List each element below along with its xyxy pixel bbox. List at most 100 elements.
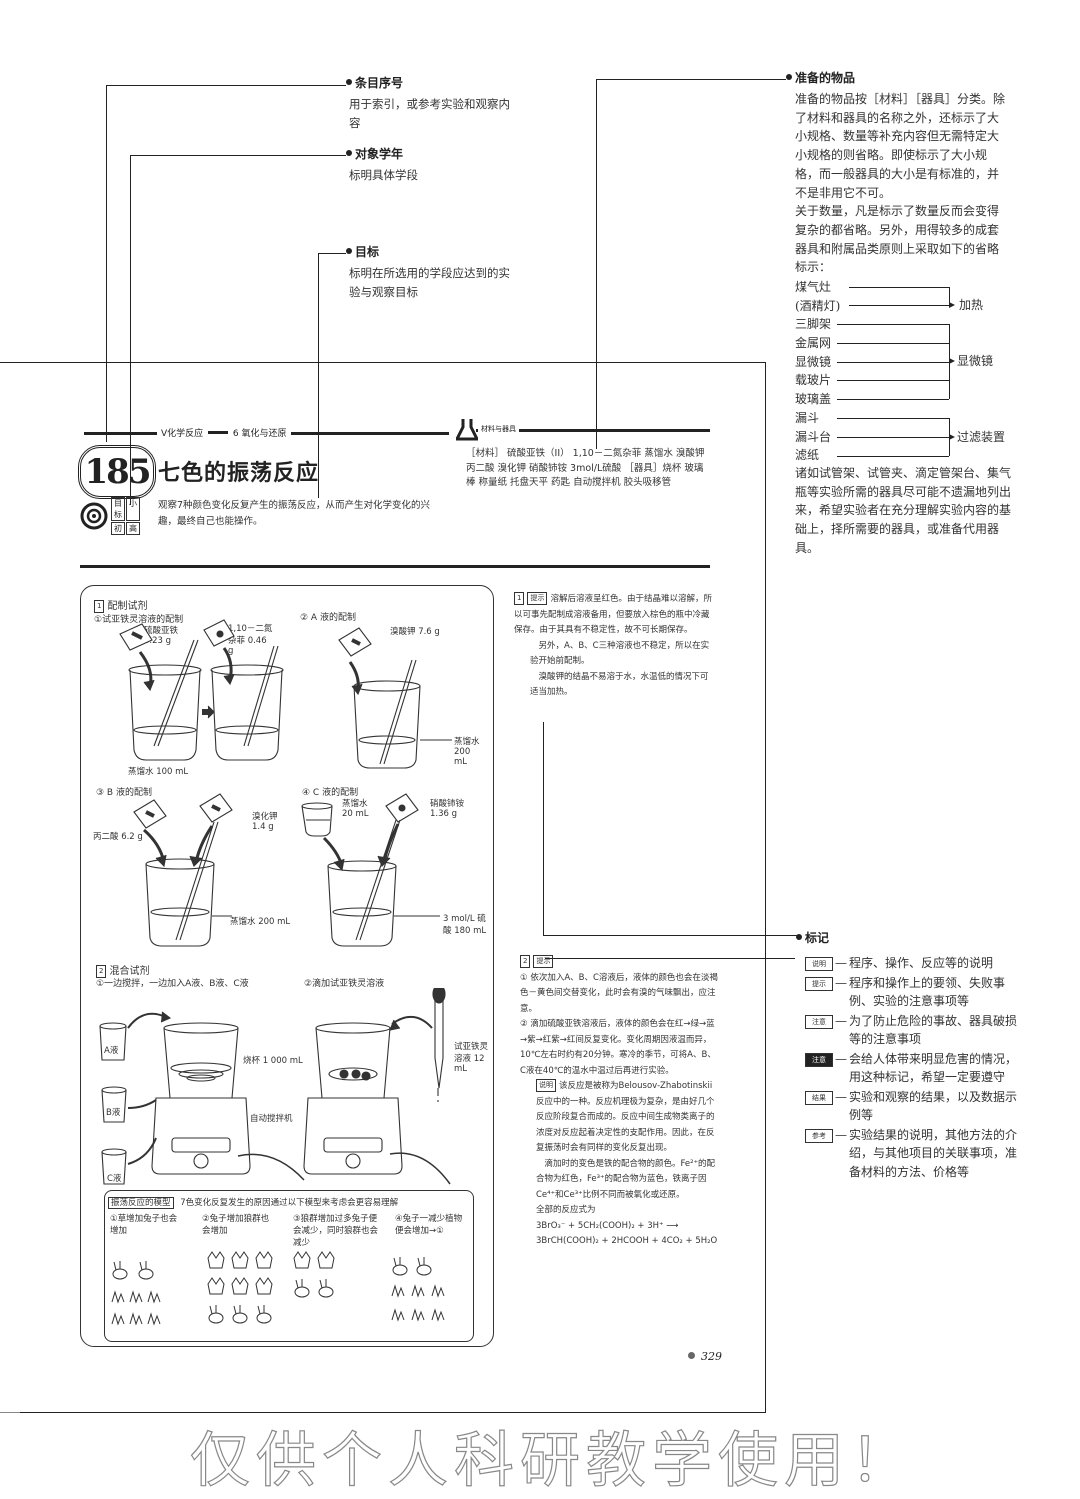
- wolf-icon: [231, 1277, 249, 1295]
- dropper-label: 试亚铁灵溶液 12 mL: [454, 1042, 489, 1074]
- note-1-paragraph: 溶解后溶液呈红色。由于结晶难以溶解，所以可事先配制成溶液备用，但要放入棕色的瓶中…: [514, 594, 712, 635]
- section-rule: [80, 565, 710, 568]
- grade-tag: 目标: [111, 497, 125, 521]
- grass-icon: [111, 1312, 161, 1326]
- model-step: ②兔子增加狼群也会增加: [202, 1214, 270, 1236]
- equipment-result: 显微镜: [957, 354, 994, 369]
- note-1-paragraph: 溴酸钾的结晶不易溶于水，水温低的情况下可适当加热。: [530, 671, 709, 698]
- mark-row: 参考—实验结果的说明，其他方法的介绍，与其他项目的关联事项，准备材料的方法、价格…: [805, 1126, 1026, 1182]
- reagent-label: 溴化钾 1.4 g: [252, 812, 278, 832]
- callout-marks: 标记 说明—程序、操作、反应等的说明 提示—程序和操作上的要领、失败事例、实验的…: [796, 929, 1026, 1182]
- category-breadcrumb: V化学反应 6 氧化与还原: [157, 426, 291, 439]
- mark-label: 说明: [805, 957, 833, 971]
- model-step: ①草增加兔子也会增加: [110, 1214, 178, 1236]
- leader-entry-v: [106, 85, 107, 442]
- wolf-icon: [207, 1251, 225, 1269]
- arrow-right-icon: [949, 302, 955, 308]
- note-2-paragraph: 全部的反应式为: [536, 1205, 596, 1215]
- mixing-drawings: [99, 988, 451, 1185]
- subcategory-label: 6 氧化与还原: [232, 429, 287, 439]
- mark-row: 注意—为了防止危险的事故、器具破损等的注意事项: [805, 1012, 1026, 1049]
- materials-paragraph-3: 诸如试管架、试管夹、滴定管架台、集气瓶等实验所需的器具尽可能不遗漏地列出来，希望…: [795, 466, 1012, 555]
- figure-step-1-2: ② A 液的配制: [300, 613, 356, 623]
- grass-icon: [111, 1290, 161, 1304]
- mark-label: 注意: [805, 1052, 833, 1067]
- leader-goal-h: [318, 253, 346, 254]
- wolf-icon: [207, 1277, 225, 1295]
- figure-step-2-2: ②滴加试亚铁灵溶液: [304, 979, 385, 989]
- bullet-icon: [786, 74, 792, 80]
- entry-number: 185: [84, 452, 152, 492]
- callout-entry-number: 条目序号 用于索引，或参考实验和观察内容: [346, 74, 516, 133]
- reagent-label: 丙二酸 6.2 g: [93, 832, 143, 842]
- equipment-item: 三脚架: [795, 317, 832, 332]
- equipment-item: 滤纸: [795, 448, 820, 463]
- reagent-label: 3 mol/L 硫酸 180 mL: [443, 914, 487, 936]
- mark-text: 会给人体带来明显危害的情况，用这种标记，希望一定要遵守: [849, 1051, 1018, 1085]
- mark-row: 结果—实验和观察的结果，以及数据示例等: [805, 1088, 1026, 1125]
- arrow-right-icon: [949, 433, 955, 440]
- rabbit-icon: [138, 1261, 154, 1280]
- mark-label: 注意: [805, 1014, 833, 1029]
- materials-header-label: 材料与器具: [478, 424, 519, 434]
- reagent-label: 蒸馏水 200 mL: [230, 917, 291, 927]
- grass-icon: [391, 1284, 445, 1298]
- grade-tag: 高: [126, 522, 140, 535]
- note-2-paragraph: 该反应是被称为Belousov-Zhabotinskii反应中的一种。反应机理极…: [536, 1081, 715, 1153]
- callout-goal-text: 标明在所选用的学段应达到的实验与观察目标: [349, 266, 510, 299]
- mark-text: 程序和操作上的要领、失败事例、实验的注意事项等: [849, 975, 1006, 1009]
- mark-row: 注意—会给人体带来明显危害的情况，用这种标记，希望一定要遵守: [805, 1050, 1026, 1087]
- materials-paragraph-1: 准备的物品按［材料］［器具］分类。除了材料和器具的名称之外，还标示了大小规格、数…: [795, 92, 1006, 200]
- figure-step-1-4: ④ C 液的配制: [302, 788, 359, 798]
- equipment-result: 加热: [959, 298, 984, 312]
- equipment-item: 漏斗: [795, 410, 820, 425]
- mark-text: 实验和观察的结果，以及数据示例等: [849, 1089, 1018, 1123]
- note-2-item: ① 依次加入A、B、C溶液后，液体的颜色也会在淡褐色－黄色间交替变化，此时会有溴…: [520, 972, 718, 1014]
- wolf-icon: [293, 1251, 311, 1269]
- wolf-icon: [231, 1251, 249, 1269]
- model-step: ④兔子一减少植物便会增加→①: [395, 1214, 463, 1236]
- callout-entry-number-title: 条目序号: [355, 76, 404, 90]
- equation-line: 3BrO₃⁻ + 5CH₂(COOH)₂ + 3H⁺ ⟶: [536, 1220, 679, 1231]
- callout-entry-number-text: 用于索引，或参考实验和观察内容: [349, 97, 510, 130]
- grade-tag: 小: [126, 497, 140, 521]
- equation-line: 3BrCH(COOH)₂ + 2HCOOH + 4CO₂ + 5H₂O: [536, 1236, 718, 1246]
- leader-marks-v: [543, 722, 544, 936]
- frame-left-tick: [0, 1412, 20, 1413]
- reagent-label: 1,10－二氮杂菲 0.46 g: [228, 624, 273, 656]
- callout-marks-title: 标记: [805, 931, 830, 945]
- mark-row: 说明—程序、操作、反应等的说明: [805, 954, 1026, 973]
- marks-list: 说明—程序、操作、反应等的说明 提示—程序和操作上的要领、失败事例、实验的注意事…: [796, 954, 1026, 1181]
- grade-tag: 初: [111, 522, 125, 535]
- note-2-tag: 提示: [533, 955, 554, 968]
- equipment-item: (酒精灯): [795, 298, 841, 313]
- leader-grade-h: [130, 155, 346, 156]
- arrow-right-icon: [949, 358, 955, 365]
- entry-number-badge: 185: [78, 445, 156, 499]
- leader-marks-h2: [545, 958, 795, 959]
- stirrer-label: 自动搅拌机: [250, 1114, 293, 1124]
- reagent-label: 蒸馏水 200 mL: [454, 737, 480, 767]
- rabbit-icon: [208, 1305, 224, 1324]
- materials-list: ［材料］ 硫酸亚铁（II） 1,10－二氮杂菲 蒸馏水 溴酸钾 丙二酸 溴化钾 …: [466, 448, 705, 488]
- wolf-icon: [255, 1251, 273, 1269]
- goal-text: 观察7种颜色变化反复产生的振荡反应，从而产生对化学变化的兴趣，最终自己也能操作。: [158, 500, 431, 527]
- rabbit-icon: [392, 1257, 408, 1276]
- note-2-tag: 说明: [536, 1079, 556, 1092]
- reagent-label: 溴酸钾 7.6 g: [390, 627, 440, 637]
- reagent-prep-drawings: [119, 619, 452, 947]
- figure-step-1-1: ①试亚铁灵溶液的配制: [94, 615, 184, 625]
- reagent-label: 蒸馏水 20 mL: [342, 799, 369, 819]
- mark-label: 提示: [805, 976, 833, 991]
- materials-paragraph-2: 关于数量，凡是标示了数量反而会变得复杂的都省略。另外，用得较多的成套器具和附属品…: [795, 204, 1000, 275]
- callout-target-grade-text: 标明具体学段: [349, 168, 418, 182]
- target-icon: [80, 502, 108, 530]
- equipment-result: 过滤装置: [957, 429, 1006, 444]
- note-2-paragraph: 滴加时的变色是铁的配合物的颜色。Fe²⁺的配合物为红色，Fe³⁺的配合物为蓝色，…: [536, 1158, 716, 1200]
- rabbit-icon: [112, 1261, 128, 1280]
- frame-top-line: [0, 362, 766, 363]
- leader-materials-h: [596, 79, 786, 80]
- equipment-item: 金属网: [795, 336, 832, 351]
- materials-header: 材料与器具: [456, 417, 710, 441]
